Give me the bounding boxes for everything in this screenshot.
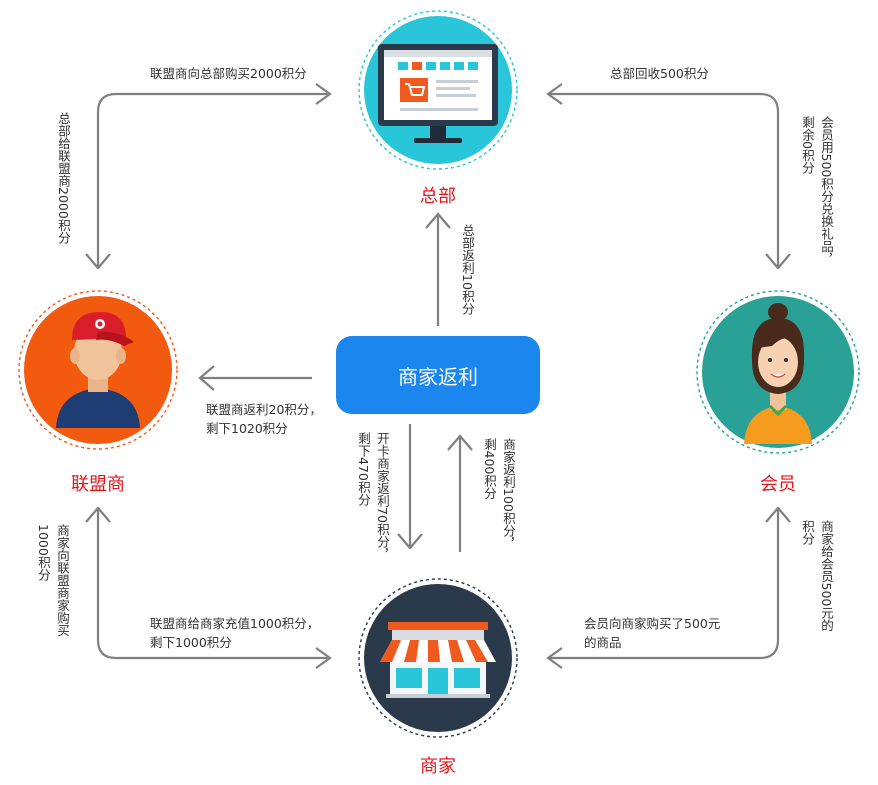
arrow-member-merchant: [548, 508, 780, 660]
arrowhead-into-alliance: [85, 506, 111, 523]
label-alliance-recharges-line1: 联盟商给商家充值1000积分，: [150, 616, 320, 631]
merchant-node: [358, 578, 518, 738]
arrowhead-into-merchant-right: [546, 647, 563, 669]
label-merchant-gives-member-line2: 积分: [800, 520, 815, 545]
label-alliance-recharges: 联盟商给商家充值1000积分， 剩下1000积分: [150, 614, 319, 652]
merchant-title: 商家: [420, 756, 456, 777]
arrowhead-center-to-alliance: [198, 365, 215, 391]
hq-node: [358, 10, 518, 170]
label-opencard-rebate-line2: 剩下470积分: [356, 432, 371, 506]
merchant-rebate-box: 商家返利: [336, 336, 540, 414]
label-opencard-rebate-line1: 开卡商家返利70积分，: [375, 432, 390, 561]
label-alliance-recharges-line2: 剩下1000积分: [150, 635, 232, 650]
label-alliance-rebate-line1: 联盟商返利20积分，: [206, 402, 322, 417]
arrowhead-into-member-bottom: [765, 506, 791, 523]
label-member-buys-line2: 的商品: [584, 635, 622, 650]
arrowhead-into-hq: [546, 83, 563, 105]
label-merchant-rebate-line2: 剩400积分: [482, 438, 497, 500]
arrowhead-into-member: [765, 253, 791, 270]
arrowhead-merchant-to-center: [447, 434, 473, 451]
woman-icon: [744, 303, 812, 444]
arrow-alliance-to-hq: [96, 92, 328, 268]
label-hq-gives-alliance: 总部给联盟商2000积分: [56, 112, 71, 244]
label-merchant-rebate: 商家返利100积分， 剩400积分: [480, 438, 518, 549]
label-opencard-rebate: 开卡商家返利70积分， 剩下470积分: [354, 432, 392, 560]
shop-icon: [380, 622, 496, 698]
label-alliance-rebate-line2: 剩下1020积分: [206, 421, 288, 436]
arrow-merchant-alliance: [96, 508, 328, 660]
connector-arrows: [85, 83, 791, 669]
label-member-redeems: 会员用500积分兑换礼品， 剩余0积分: [798, 116, 836, 265]
label-merchant-buys-alliance-line2: 1000积分: [36, 524, 51, 581]
label-member-buys: 会员向商家购买了500元 的商品: [584, 614, 720, 652]
label-member-redeems-line2: 剩余0积分: [800, 116, 815, 174]
label-merchant-gives-member: 商家给会员500元的 积分: [798, 520, 836, 631]
label-merchant-gives-member-line1: 商家给会员500元的: [819, 520, 834, 632]
hq-title: 总部: [420, 186, 456, 207]
label-merchant-buys-alliance-line1: 商家向联盟商家购买: [55, 524, 70, 637]
label-hq-recycles: 总部回收500积分: [610, 66, 709, 81]
arrowhead-into-merchant-left: [315, 647, 332, 669]
monitor-icon: [378, 44, 498, 143]
arrowhead-hq-to-alliance: [85, 253, 111, 270]
label-alliance-rebate: 联盟商返利20积分， 剩下1020积分: [206, 400, 322, 438]
arrowhead-center-to-hq: [425, 212, 451, 229]
member-node: [696, 290, 860, 454]
label-alliance-buys-hq: 联盟商向总部购买2000积分: [150, 66, 307, 81]
member-title: 会员: [760, 474, 796, 495]
merchant-person-icon: [56, 312, 140, 428]
alliance-title: 联盟商: [71, 474, 125, 495]
label-member-buys-line1: 会员向商家购买了500元: [584, 616, 721, 631]
arrow-member-to-hq: [548, 92, 780, 268]
label-member-redeems-line1: 会员用500积分兑换礼品，: [819, 116, 834, 265]
arrowhead-center-to-merchant: [397, 533, 423, 550]
arrowhead-alliance-to-hq: [315, 83, 332, 105]
label-merchant-buys-alliance: 商家向联盟商家购买 1000积分: [34, 524, 72, 637]
label-hq-rebate: 总部返利10积分: [460, 224, 475, 315]
alliance-node: [18, 290, 178, 450]
label-merchant-rebate-line1: 商家返利100积分，: [501, 438, 516, 550]
